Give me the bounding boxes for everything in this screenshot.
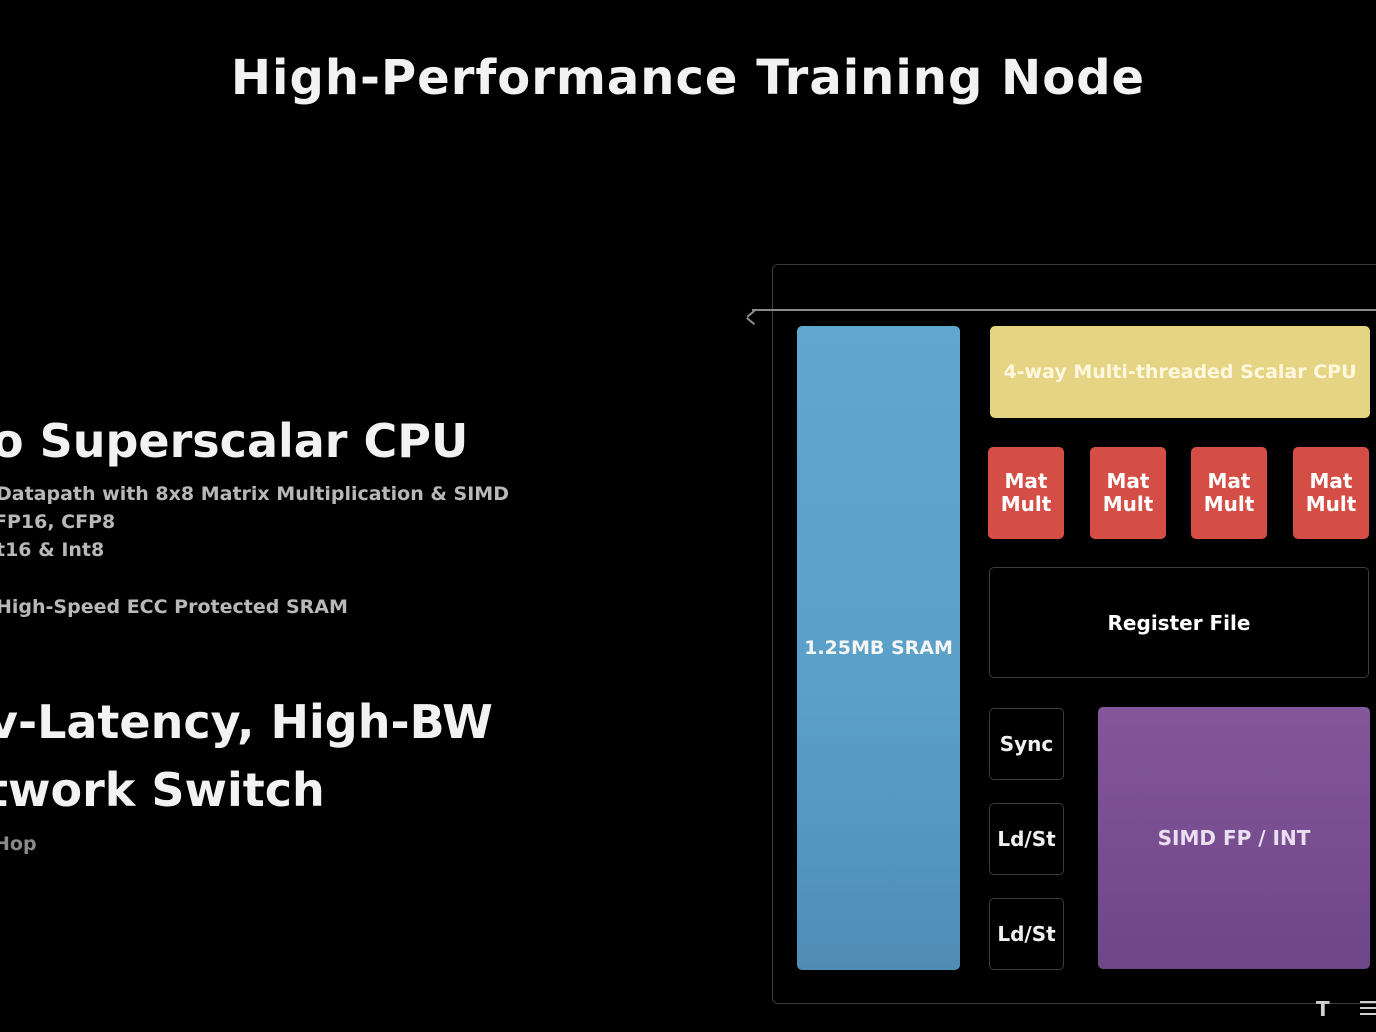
ldst-block-1: Ld/St bbox=[989, 803, 1064, 875]
slide-title: High-Performance Training Node bbox=[230, 50, 1146, 106]
ldst-block-2: Ld/St bbox=[989, 898, 1064, 970]
matmult-label-line2: Mult bbox=[1000, 492, 1052, 516]
switch-heading-line1: v-Latency, High-BW bbox=[0, 695, 493, 749]
sram-block: 1.25MB SRAM bbox=[797, 326, 960, 970]
cpu-bullet-2: FP16, CFP8 bbox=[0, 511, 116, 533]
matmult-label-line1: Mat bbox=[1004, 469, 1048, 493]
matmult-label-line2: Mult bbox=[1203, 492, 1255, 516]
ldst-label: Ld/St bbox=[997, 922, 1056, 946]
matmult-label-line1: Mat bbox=[1106, 469, 1150, 493]
sram-bullet: High-Speed ECC Protected SRAM bbox=[0, 596, 348, 618]
matmult-label-line2: Mult bbox=[1102, 492, 1154, 516]
matmult-label-line1: Mat bbox=[1207, 469, 1251, 493]
cpu-bullet-3: t16 & Int8 bbox=[0, 539, 105, 561]
arrow-line bbox=[752, 309, 1376, 311]
cpu-heading: o Superscalar CPU bbox=[0, 414, 469, 468]
sync-label: Sync bbox=[999, 732, 1054, 756]
cpu-bullet-1: Datapath with 8x8 Matrix Multiplication … bbox=[0, 483, 509, 505]
switch-bullet: Hop bbox=[0, 833, 37, 855]
matmult-label-line1: Mat bbox=[1309, 469, 1353, 493]
register-file-block: Register File bbox=[989, 567, 1369, 678]
menu-icon[interactable] bbox=[1360, 1001, 1376, 1015]
scalar-cpu-label: 4-way Multi-threaded Scalar CPU bbox=[1003, 361, 1357, 383]
diagram-frame bbox=[772, 264, 1376, 1004]
scalar-cpu-block: 4-way Multi-threaded Scalar CPU bbox=[990, 326, 1370, 418]
sram-label: 1.25MB SRAM bbox=[804, 637, 953, 659]
simd-block: SIMD FP / INT bbox=[1098, 707, 1370, 969]
sync-block: Sync bbox=[989, 708, 1064, 780]
ldst-label: Ld/St bbox=[997, 827, 1056, 851]
tesla-logo-icon: T bbox=[1316, 997, 1330, 1021]
matmult-label-line2: Mult bbox=[1305, 492, 1357, 516]
simd-label: SIMD FP / INT bbox=[1157, 826, 1311, 850]
register-file-label: Register File bbox=[1107, 610, 1251, 635]
switch-heading-line2: twork Switch bbox=[0, 763, 325, 817]
